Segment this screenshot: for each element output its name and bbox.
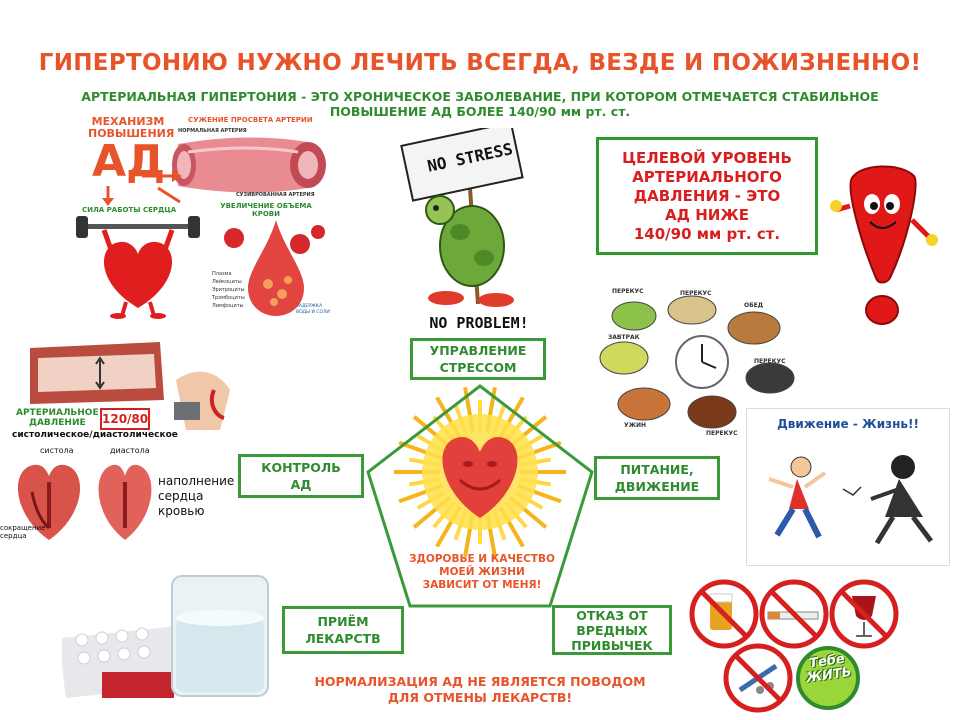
running-figures-icon (768, 455, 933, 545)
artery-narrowing-label: СУЖЕНИЕ ПРОСВЕТА АРТЕРИИ (188, 116, 313, 124)
page-subtitle: АРТЕРИАЛЬНАЯ ГИПЕРТОНИЯ - ЭТО ХРОНИЧЕСКО… (81, 89, 879, 119)
no-wine-icon (829, 579, 899, 649)
heart-systole-icon (17, 464, 81, 540)
page-title: ГИПЕРТОНИЮ НУЖНО ЛЕЧИТЬ ВСЕГДА, ВЕЗДЕ И … (38, 50, 922, 76)
blood-parts-list: Плазма Лейкоциты Эритроциты Тромбоциты Л… (212, 271, 245, 309)
mechanism-heading: МЕХАНИЗМ ПОВЫШЕНИЯ (88, 115, 175, 140)
meal-label-snack-1: ПЕРЕКУС (612, 288, 644, 295)
no-stress-card: NO STRESS NO PROBLEM! (400, 128, 556, 336)
arrow-icon (142, 170, 182, 204)
blood-drop-icon (248, 220, 304, 316)
pressure-label: АРТЕРИАЛЬНОЕ ДАВЛЕНИЕ (16, 408, 99, 428)
meal-label-snack-2: ПЕРЕКУС (680, 290, 712, 297)
blood-cells-icon (224, 225, 325, 254)
no-beer-icon (689, 579, 759, 649)
cuff-arm-icon (174, 371, 230, 430)
contraction-label: сокращение сердца (0, 524, 46, 540)
meal-label-snack-4: ПЕРЕКУС (706, 430, 738, 437)
diastole-label: диастола (110, 446, 150, 455)
heart-diastole-icon (98, 464, 152, 540)
pentagon-item-food: ПИТАНИЕ,ДВИЖЕНИЕ (594, 456, 720, 500)
life-badge (796, 646, 860, 710)
bad-habits-icons (689, 579, 899, 713)
artery-section-icon (30, 342, 164, 404)
no-smoking-icon (759, 579, 829, 649)
heart-force-label: СИЛА РАБОТЫ СЕРДЦА (82, 206, 177, 214)
movement-title: Движение - Жизнь!! (777, 417, 919, 431)
meal-label-dinner: УЖИН (624, 422, 647, 429)
systole-label: систола (40, 446, 74, 455)
narrowed-artery-label: СУЗИВРОВАННАЯ АРТЕРИЯ (236, 192, 315, 198)
no-drugs-icon (723, 643, 793, 713)
heart-lifting-weights-icon (76, 216, 200, 319)
arrow-down-icon (102, 186, 114, 206)
pentagon-diagram (366, 384, 594, 608)
exclamation-mascot-icon (830, 165, 938, 325)
target-level-box: ЦЕЛЕВОЙ УРОВЕНЬ АРТЕРИАЛЬНОГО ДАВЛЕНИЯ -… (596, 137, 818, 255)
footer-note: НОРМАЛИЗАЦИЯ АД НЕ ЯВЛЯЕТСЯ ПОВОДОМ ДЛЯ … (314, 674, 646, 705)
mechanism-illustration: МЕХАНИЗМ ПОВЫШЕНИЯ АД СУЖЕНИЕ ПРОСВЕТА А… (68, 112, 330, 322)
normal-artery-label: НОРМАЛЬНАЯ АРТЕРИЯ (178, 128, 247, 134)
pentagon-item-stress: УПРАВЛЕНИЕ СТРЕССОМ (410, 338, 546, 380)
pentagon-center-text: ЗДОРОВЬЕ И КАЧЕСТВО МОЕЙ ЖИЗНИ ЗАВИСИТ О… (409, 553, 555, 591)
meal-label-breakfast: ЗАВТРАК (608, 334, 640, 341)
pressure-caption: систолическое/диастолическое (12, 430, 178, 440)
movement-card: Движение - Жизнь!! (746, 408, 950, 566)
pressure-value-badge: 120/80 (100, 408, 150, 430)
meal-plates-icon (599, 295, 795, 429)
filling-label: наполнение сердца кровью (158, 474, 235, 518)
no-problem-caption: NO PROBLEM! (429, 314, 529, 332)
pills-and-glass-icon (59, 575, 269, 698)
medication-illustration (59, 570, 278, 700)
blood-pressure-illustration: АРТЕРИАЛЬНОЕ ДАВЛЕНИЕ 120/80 систолическ… (0, 340, 240, 550)
water-retention-label: ЗАДЕРЖКА ВОДЫ И СОЛИ (296, 304, 330, 315)
meal-label-lunch: ОБЕД (744, 302, 764, 309)
turtle-sign-icon (400, 128, 524, 307)
blood-volume-label: УВЕЛИЧЕНИЕ ОБЪЕМА КРОВИ (220, 202, 312, 218)
meal-label-snack-3: ПЕРЕКУС (754, 358, 786, 365)
meals-clock-illustration: ПЕРЕКУС ПЕРЕКУС ОБЕД ЗАВТРАК ПЕРЕКУС УЖИ… (594, 288, 804, 440)
artery-illustration (172, 137, 326, 193)
